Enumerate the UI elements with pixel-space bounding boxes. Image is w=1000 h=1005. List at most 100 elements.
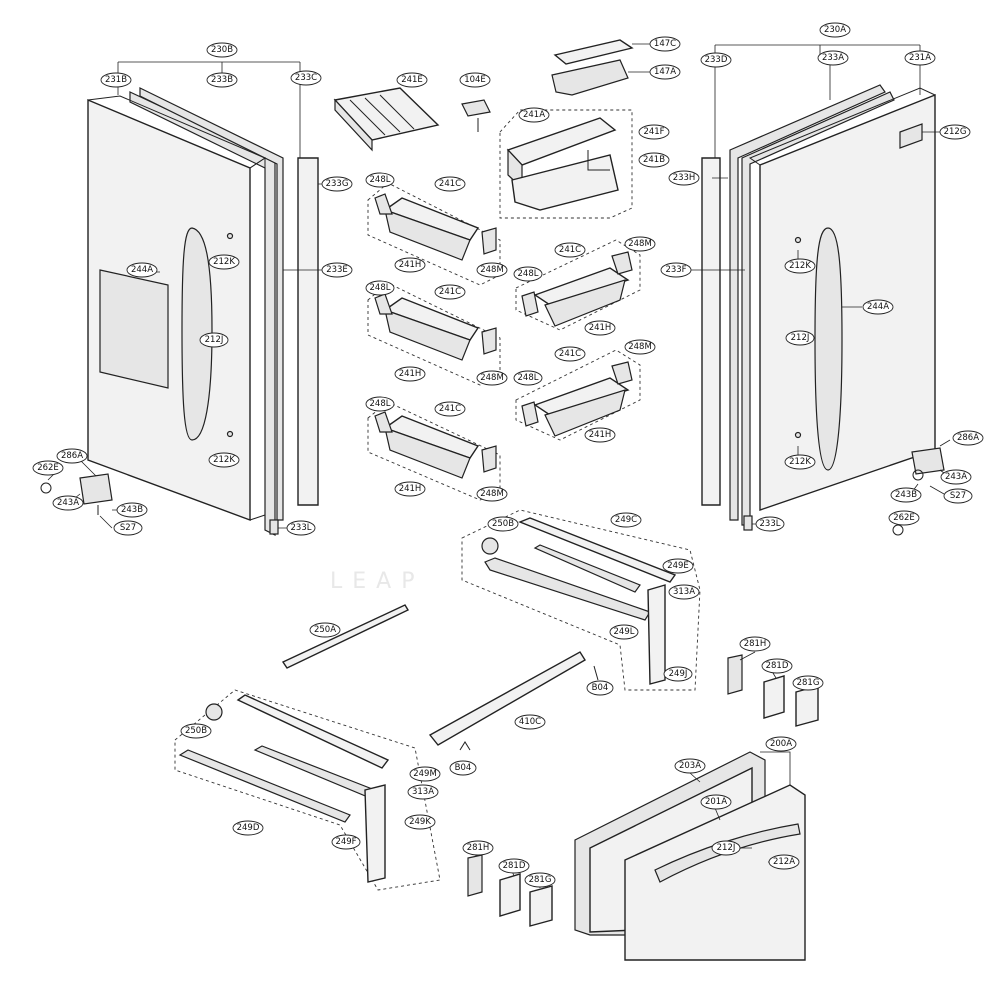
svg-text:262E: 262E — [37, 463, 59, 473]
svg-text:244A: 244A — [131, 265, 153, 275]
callout-212J-right: 212J — [785, 330, 815, 346]
callout-249J: 249J — [663, 666, 693, 682]
svg-text:241C: 241C — [559, 245, 581, 255]
svg-text:203A: 203A — [679, 761, 701, 771]
callout-147A: 147A — [649, 64, 681, 80]
svg-text:231B: 231B — [105, 75, 127, 85]
callout-241E: 241E — [396, 72, 428, 88]
svg-text:233D: 233D — [705, 55, 728, 65]
callout-249D: 249D — [232, 820, 264, 836]
rail-brackets — [467, 651, 819, 927]
callout-243A-left: 243A — [52, 495, 84, 511]
svg-text:281G: 281G — [529, 875, 552, 885]
svg-text:248M: 248M — [480, 489, 504, 499]
svg-text:281G: 281G — [797, 678, 820, 688]
callout-212K-left-bottom: 212K — [208, 452, 240, 468]
callout-212G: 212G — [939, 124, 971, 140]
svg-text:233A: 233A — [822, 53, 844, 63]
svg-text:212G: 212G — [944, 127, 967, 137]
svg-text:281D: 281D — [503, 861, 526, 871]
svg-text:313A: 313A — [412, 787, 434, 797]
svg-text:147A: 147A — [654, 67, 676, 77]
svg-text:250B: 250B — [492, 519, 514, 529]
callout-233C: 233C — [290, 70, 322, 86]
callout-233H: 233H — [668, 170, 700, 186]
callout-286A-right: 286A — [952, 430, 984, 446]
svg-text:248L: 248L — [518, 373, 539, 383]
svg-text:248M: 248M — [480, 265, 504, 275]
svg-text:248L: 248L — [370, 399, 391, 409]
svg-text:249J: 249J — [669, 669, 688, 679]
callout-243B-left: 243B — [116, 502, 148, 518]
svg-text:241H: 241H — [399, 260, 422, 270]
upper-rail-assembly — [281, 509, 701, 746]
svg-text:250A: 250A — [314, 625, 336, 635]
svg-text:147C: 147C — [654, 39, 676, 49]
callout-313A-lower: 313A — [407, 784, 439, 800]
svg-text:212J: 212J — [205, 335, 224, 345]
callout-244A-right: 244A — [862, 299, 894, 315]
svg-text:231A: 231A — [909, 53, 931, 63]
svg-text:212A: 212A — [773, 857, 795, 867]
callout-313A-upper: 313A — [668, 584, 700, 600]
svg-text:249F: 249F — [335, 837, 356, 847]
callout-281D-lower: 281D — [498, 858, 530, 874]
right-door-assembly — [701, 44, 945, 536]
svg-text:212J: 212J — [717, 843, 736, 853]
svg-text:S27: S27 — [120, 523, 136, 533]
callout-281G-lower: 281G — [524, 872, 556, 888]
callout-281G-upper: 281G — [792, 675, 824, 691]
svg-text:243B: 243B — [121, 505, 143, 515]
callout-212J-left: 212J — [199, 332, 229, 348]
svg-text:249E: 249E — [667, 561, 689, 571]
svg-text:241H: 241H — [399, 484, 422, 494]
callout-241H-2: 241H — [394, 366, 426, 382]
callout-241A: 241A — [518, 107, 550, 123]
svg-text:241C: 241C — [439, 179, 461, 189]
callout-241C-2: 241C — [434, 284, 466, 300]
freezer-drawer-assembly — [574, 751, 806, 961]
callout-243A-right: 243A — [940, 469, 972, 485]
left-door-assembly — [40, 61, 319, 536]
svg-text:313A: 313A — [673, 587, 695, 597]
svg-text:281H: 281H — [744, 639, 767, 649]
callout-147C: 147C — [649, 36, 681, 52]
svg-text:249L: 249L — [614, 627, 635, 637]
svg-text:233G: 233G — [326, 179, 349, 189]
svg-text:410C: 410C — [519, 717, 541, 727]
callout-200A: 200A — [765, 736, 797, 752]
door-shelves — [367, 182, 641, 501]
callout-241B: 241B — [638, 152, 670, 168]
lower-rail-assembly — [174, 689, 471, 891]
svg-text:249D: 249D — [237, 823, 260, 833]
svg-text:233H: 233H — [673, 173, 696, 183]
callout-203A: 203A — [674, 758, 706, 774]
svg-text:212K: 212K — [213, 257, 235, 267]
callout-B04-lower: B04 — [449, 760, 477, 776]
callout-243B-right: 243B — [890, 487, 922, 503]
svg-text:248L: 248L — [370, 283, 391, 293]
svg-text:241B: 241B — [643, 155, 665, 165]
callout-248L-4: 248L — [513, 266, 543, 282]
callout-249L: 249L — [609, 624, 639, 640]
svg-text:243B: 243B — [895, 490, 917, 500]
callout-212K-right-top: 212K — [784, 258, 816, 274]
callout-233L-right: 233L — [755, 516, 785, 532]
svg-text:286A: 286A — [61, 451, 83, 461]
callout-281H-lower: 281H — [462, 840, 494, 856]
callout-212K-left-top: 212K — [208, 254, 240, 270]
callout-241H-5: 241H — [584, 427, 616, 443]
svg-text:212K: 212K — [213, 455, 235, 465]
svg-text:233B: 233B — [211, 75, 233, 85]
svg-text:233L: 233L — [760, 519, 781, 529]
svg-text:249M: 249M — [413, 769, 437, 779]
svg-text:243A: 243A — [57, 498, 79, 508]
callout-241H-4: 241H — [584, 320, 616, 336]
svg-text:241F: 241F — [643, 127, 664, 137]
callout-241C-1: 241C — [434, 176, 466, 192]
callout-248L-3: 248L — [365, 396, 395, 412]
callout-249M: 249M — [409, 766, 441, 782]
callout-233G: 233G — [321, 176, 353, 192]
